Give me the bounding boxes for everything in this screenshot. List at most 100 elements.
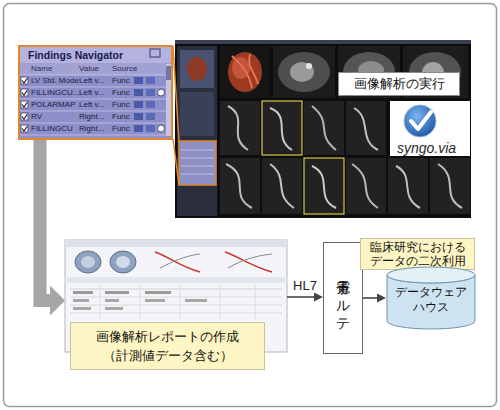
node-text: データウェア ハウス [393, 285, 469, 315]
table-cell: Func [112, 123, 130, 134]
vessel-curve [312, 106, 336, 150]
table-line [70, 297, 282, 298]
text-placeholder [105, 299, 119, 302]
ct-organ [290, 62, 314, 82]
callout-box: 画像解析の実行 [338, 72, 460, 96]
vessel-curve [438, 164, 462, 208]
connector-group [40, 140, 377, 300]
checkbox [21, 101, 28, 108]
row-icon [134, 125, 143, 132]
connector-arrow [363, 297, 377, 299]
curve-plot [228, 254, 272, 268]
row-icon [146, 77, 155, 84]
table-cell: Func [112, 99, 130, 110]
node-text: 画像解析レポートの作成 （計測値データ含む） [70, 322, 265, 370]
text-placeholder [185, 299, 207, 302]
vessel-cell [220, 101, 260, 155]
table-cell: Left v... [79, 87, 105, 98]
node-text: Findings Navigator [28, 49, 123, 62]
row-line [18, 99, 166, 100]
checkbox-tick [22, 126, 28, 131]
checkbox-tick [22, 90, 28, 95]
zoom-line [173, 139, 179, 185]
table-line [70, 289, 282, 290]
vessel-cell [346, 158, 386, 214]
node-text: 電子カルテ [334, 269, 352, 327]
panel-header [18, 45, 173, 63]
table-line [70, 313, 282, 314]
table-cell: Func [112, 87, 130, 98]
mini-row [181, 166, 214, 167]
vessel-cell [388, 158, 428, 214]
row-line [18, 111, 166, 112]
checkbox [21, 113, 28, 120]
table-line [220, 285, 221, 320]
vessel-cell [346, 101, 386, 155]
mini-row [181, 174, 214, 175]
vessel-curve [228, 106, 248, 150]
text-placeholder [145, 299, 165, 302]
node-text: 画像解析の実行 [354, 76, 445, 92]
node-text: 臨床研究における データの二次利用 [361, 240, 474, 268]
row-icon [146, 89, 155, 96]
panel-icon [150, 49, 160, 57]
outer-frame [4, 4, 497, 407]
table-cell: Right... [79, 123, 104, 134]
row-icon [134, 89, 143, 96]
vessel-cell [262, 101, 302, 155]
row-icon [146, 101, 155, 108]
text-placeholder [145, 291, 171, 294]
vessel-cell [220, 158, 260, 214]
cylinder-top [387, 267, 475, 283]
checkbox-tick [22, 114, 28, 119]
table-line [100, 285, 101, 320]
refresh-icon [158, 89, 165, 96]
table-cell: Name [31, 63, 52, 74]
sidebar-heart [187, 57, 207, 81]
heart-render [228, 52, 262, 92]
table-cell: FILLINGCU... [31, 87, 79, 98]
table-cell: Source [112, 63, 137, 74]
vessel-curve [312, 166, 336, 208]
checkbox [21, 77, 28, 84]
flow-arrow [40, 140, 50, 300]
vessel-curve [270, 108, 292, 150]
logo-text: syngo.via [397, 140, 456, 156]
checkbox [21, 89, 28, 96]
text-placeholder [73, 299, 89, 302]
row-icon [134, 101, 143, 108]
column-header [18, 63, 173, 75]
table-cell: LV Std. Mode [31, 75, 79, 86]
panel-body [18, 45, 173, 140]
zoom-line [173, 46, 179, 141]
text-placeholder [73, 291, 93, 294]
emr-box: 電子カルテ [323, 242, 363, 354]
table-line [140, 285, 141, 320]
vessel-cell [430, 158, 470, 214]
report-tabs [67, 277, 285, 283]
edge-label: HL7 [293, 278, 317, 293]
connector-arrow [287, 296, 314, 298]
vessel-cell [304, 158, 344, 214]
row-icon [146, 113, 155, 120]
row-line [18, 87, 166, 88]
row-icon [134, 77, 143, 84]
vessel-cell [262, 158, 302, 214]
report-titlebar [65, 240, 287, 247]
vessel-curve [352, 164, 378, 208]
row-icon [134, 113, 143, 120]
vessel-curve [226, 164, 252, 208]
table-cell: Func [112, 111, 130, 122]
viewer-toolbar [175, 40, 471, 44]
sidebar-list [180, 92, 214, 136]
checkbox-tick [22, 78, 28, 83]
text-placeholder [73, 307, 91, 310]
table-line [255, 285, 256, 320]
table-cell: POLARMAP [31, 99, 75, 110]
table-cell: Func [112, 75, 130, 86]
row-icon [146, 125, 155, 132]
table-cell: Value [79, 63, 99, 74]
